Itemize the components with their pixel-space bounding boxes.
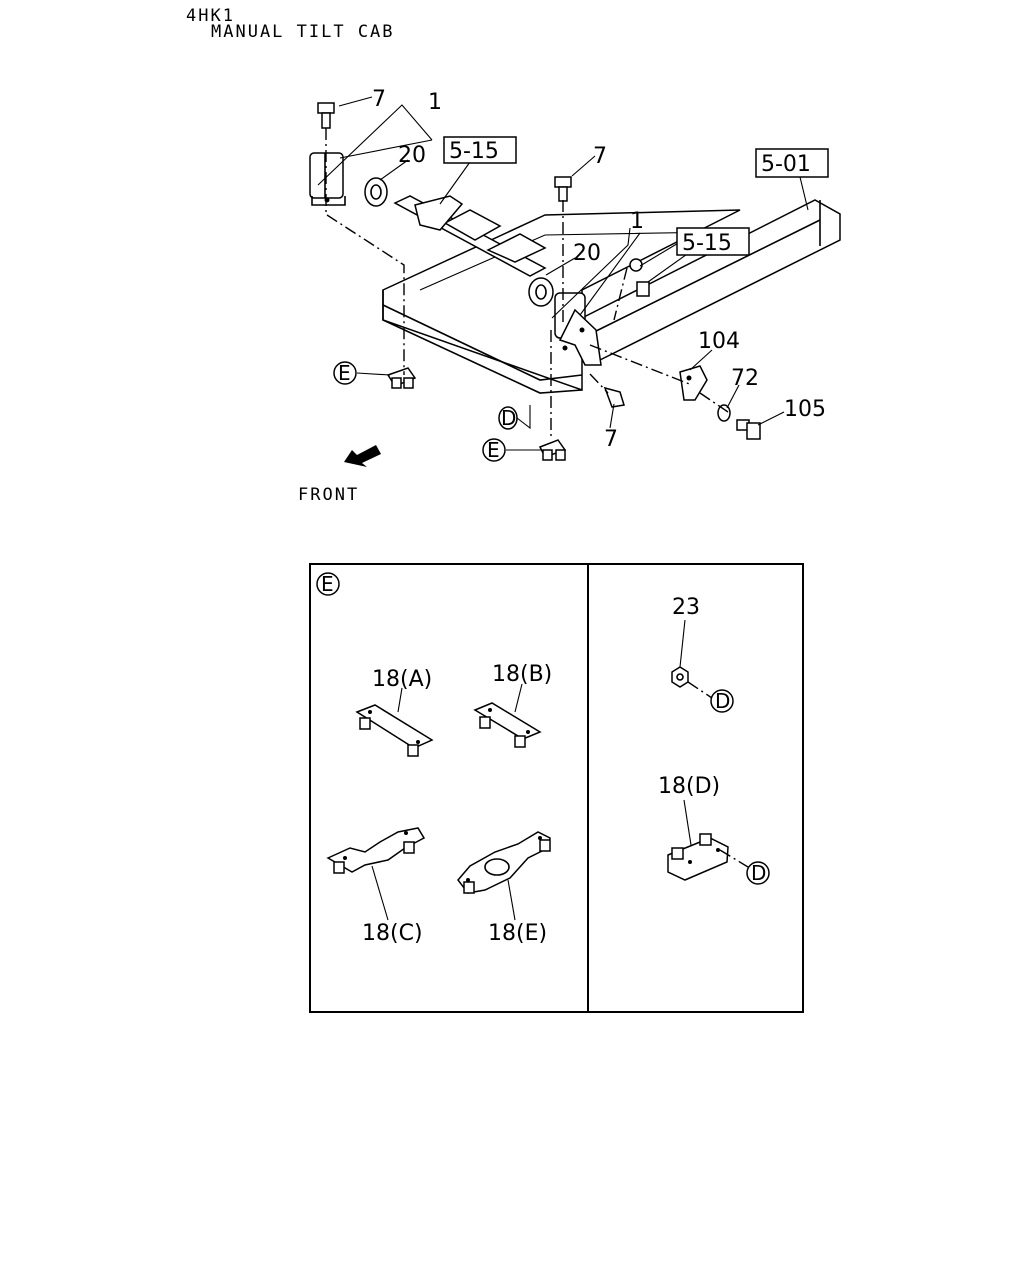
nut-part	[629, 258, 643, 272]
leader-lines	[317, 96, 809, 451]
small-bolt-part	[636, 281, 650, 297]
label-18a: 18(A)	[372, 667, 432, 692]
callout-20-right: 20	[573, 241, 601, 266]
circle-d-top	[710, 689, 734, 713]
circle-d-bottom-text: D	[751, 861, 766, 885]
bolt-mid	[554, 176, 572, 202]
pad-18b	[473, 683, 542, 748]
callout-104: 104	[698, 329, 740, 354]
panel-label: E	[321, 572, 334, 596]
ref-box-5-15-right	[676, 227, 750, 256]
model-code: 4HK1	[186, 6, 235, 26]
page-header: 4HK1 MANUAL TILT CAB	[0, 0, 1024, 60]
page-title: MANUAL TILT CAB	[211, 22, 395, 42]
callout-20-left: 20	[398, 143, 426, 168]
circle-d-1-text: D	[501, 406, 516, 430]
pad-18e	[457, 831, 551, 921]
label-23: 23	[672, 595, 700, 620]
detail-panel	[309, 563, 804, 1013]
bolt-top-left	[317, 102, 335, 129]
circle-d-top-text: D	[715, 689, 730, 713]
ref-box-5-01	[755, 148, 829, 178]
pad-18d	[667, 799, 749, 881]
side-rail	[581, 199, 841, 361]
lock-part	[679, 365, 708, 401]
callout-105: 105	[784, 397, 826, 422]
circle-e-1	[333, 361, 357, 385]
mount-pad-right	[538, 439, 567, 461]
callout-72: 72	[731, 366, 759, 391]
label-18e: 18(E)	[488, 921, 547, 946]
nut-23	[671, 619, 713, 699]
circle-d-1	[498, 406, 518, 430]
callout-7-top: 7	[372, 87, 386, 112]
callout-7-bottom: 7	[604, 427, 618, 452]
ref-5-15-right: 5-15	[682, 231, 732, 256]
callout-1-right: 1	[630, 209, 644, 234]
label-18d: 18(D)	[658, 774, 720, 799]
bushing-bracket-left	[309, 152, 388, 207]
circle-e-1-text: E	[338, 361, 351, 385]
center-lines	[325, 128, 729, 440]
bolt-105-part	[736, 419, 761, 440]
circle-e-2-text: E	[487, 438, 500, 462]
ref-box-5-15-left	[443, 136, 517, 164]
washer-part	[717, 404, 731, 422]
circle-e-2	[482, 438, 506, 462]
callout-7-mid: 7	[593, 144, 607, 169]
pad-18c	[326, 827, 426, 921]
panel-label-circle	[316, 572, 340, 596]
ref-5-01: 5-01	[761, 152, 811, 177]
bolt-bottom	[603, 386, 625, 408]
ref-5-15-left: 5-15	[449, 139, 499, 164]
label-18c: 18(C)	[362, 921, 423, 946]
callout-1-left: 1	[428, 90, 442, 115]
pad-18a	[355, 687, 434, 757]
mount-pad-left	[386, 367, 417, 389]
label-18b: 18(B)	[492, 662, 552, 687]
front-label: FRONT	[298, 485, 359, 505]
circle-d-bottom	[746, 861, 770, 885]
front-arrow-icon	[344, 445, 381, 467]
